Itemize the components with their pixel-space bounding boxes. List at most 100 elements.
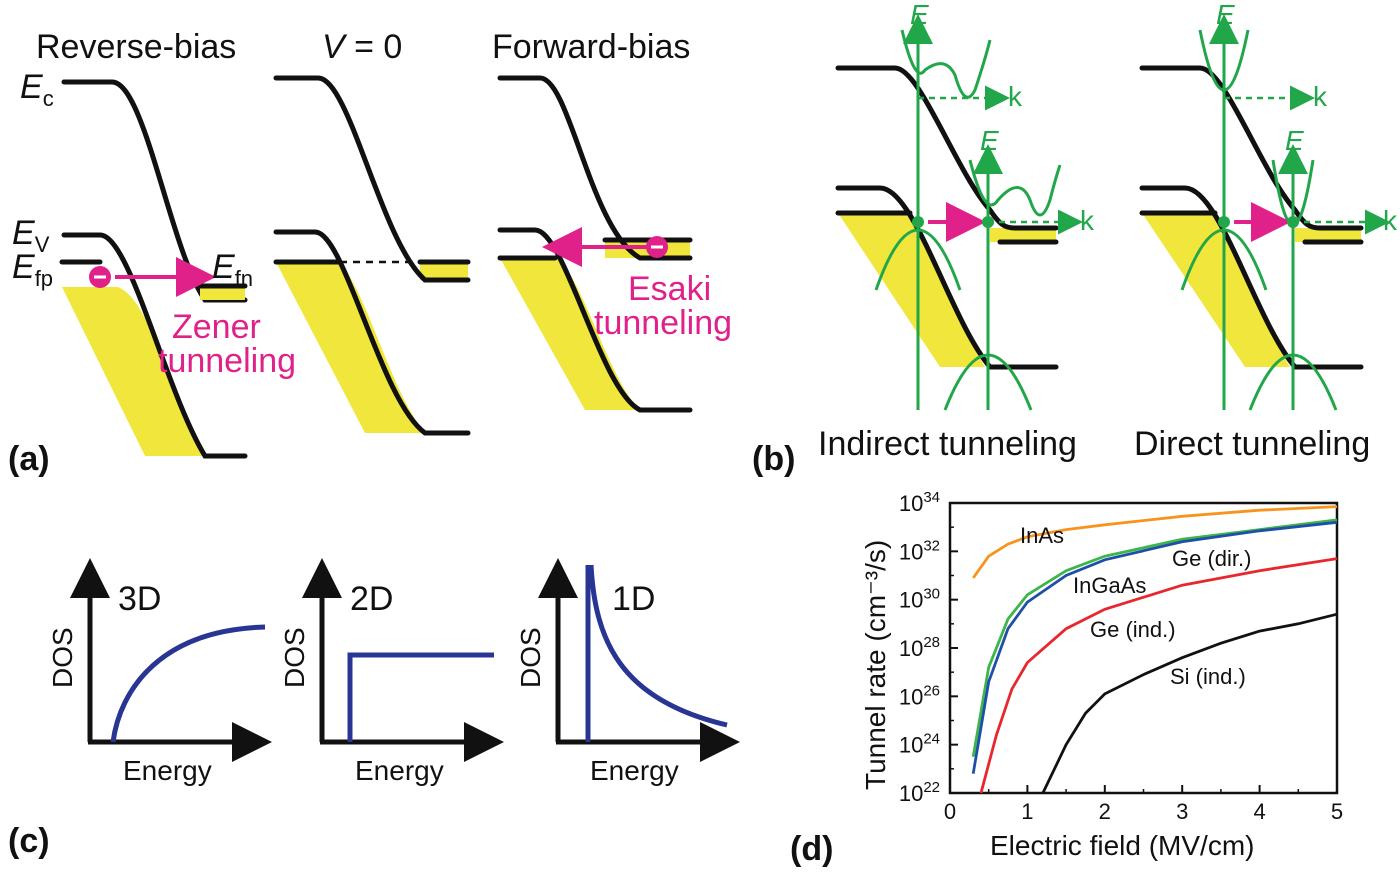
energy-xlabel-1d: Energy (590, 755, 679, 786)
series-label: Ge (dir.) (1172, 546, 1251, 571)
x-tick-label: 4 (1253, 799, 1265, 824)
esaki-label-2: tunneling (594, 304, 732, 342)
v-zero-title: V = 0 (322, 28, 402, 66)
series-label: InGaAs (1073, 573, 1146, 598)
panel-c-label: (c) (8, 822, 50, 860)
x-tick-label: 0 (944, 799, 956, 824)
e-axis-label-3: E (1216, 0, 1235, 30)
direct-caption: Direct tunneling (1134, 425, 1370, 463)
conduction-band-dispersion-upper (968, 159, 1062, 217)
indirect-tunneling-diagram (835, 14, 1083, 411)
valence-band-dispersion-lower (1248, 353, 1338, 411)
valence-point-icon (912, 216, 924, 228)
panel-b-label: (b) (752, 440, 795, 478)
series-label: Si (ind.) (1170, 664, 1246, 689)
dos-curve-3d (110, 624, 266, 743)
series-label: Ge (ind.) (1090, 617, 1176, 642)
series-line-ge-ind- (979, 557, 1338, 794)
dim-3d-label: 3D (118, 580, 161, 618)
dos-2d-plot (302, 558, 504, 762)
series-label: InAs (1020, 523, 1064, 548)
y-tick-label: 1034 (899, 489, 940, 516)
panel-c: 3D DOS Energy 2D DOS Energy 1D DOS Energ… (8, 558, 740, 860)
series-lines (971, 505, 1338, 794)
k-axis-label-1: k (1008, 81, 1023, 112)
series-line-si-ind- (1041, 612, 1338, 794)
y-tick-label: 1030 (899, 586, 940, 613)
k-axis-label-4: k (1383, 205, 1398, 236)
filled-valence-region (838, 213, 985, 367)
conduction-band-edge (1139, 65, 1364, 231)
valence-point-icon (1218, 216, 1230, 228)
zener-label-1: Zener (172, 308, 261, 346)
dos-ylabel-1d: DOS (515, 627, 546, 688)
dos-ylabel-2d: DOS (279, 627, 310, 688)
dos-3d-plot (70, 558, 272, 762)
dim-2d-label: 2D (350, 580, 393, 618)
y-tick-label: 1032 (899, 537, 940, 564)
dos-ylabel-3d: DOS (47, 627, 78, 688)
valence-band-dispersion-lower (943, 353, 1033, 411)
filled-valence-region (276, 262, 425, 433)
panel-a-label: (a) (8, 440, 50, 478)
dos-1d-plot (538, 558, 740, 762)
dim-1d-label: 1D (612, 580, 655, 618)
y-tick-label: 1024 (899, 731, 940, 758)
y-axis-title: Tunnel rate (cm⁻³/s) (860, 540, 891, 790)
y-tick-label: 1022 (899, 779, 940, 806)
panel-b: E k E k Indirect tunneling E k E (752, 0, 1398, 478)
forward-bias-title: Forward-bias (492, 28, 690, 66)
reverse-bias-diagram (59, 79, 248, 459)
k-axis-label-2: k (1080, 205, 1095, 236)
filled-valence-region (1142, 213, 1290, 367)
panel-a: Reverse-bias Ec EV Efp Efn Zener tunneli… (8, 28, 732, 478)
efp-label: Efp (12, 248, 53, 291)
equilibrium-diagram (273, 75, 471, 436)
filled-conduction-states (990, 228, 1056, 242)
energy-xlabel-3d: Energy (123, 755, 212, 786)
y-tick-label: 1028 (899, 634, 940, 661)
conduction-point-icon (1287, 216, 1299, 228)
indirect-caption: Indirect tunneling (818, 425, 1077, 463)
esaki-label-1: Esaki (628, 270, 711, 308)
series-line-ingaas (971, 518, 1338, 758)
direct-tunneling-diagram (1139, 14, 1390, 411)
valence-band-dispersion (874, 228, 962, 291)
panel-d-label: (d) (790, 830, 833, 868)
conduction-band-dispersion-indirect (900, 29, 992, 99)
y-tick-label: 1026 (899, 682, 940, 709)
valence-band-edge (1139, 185, 1364, 370)
dos-curve-1d (585, 564, 728, 742)
dos-curve-2d (347, 652, 494, 742)
series-line-inas (972, 505, 1338, 579)
ec-label: Ec (20, 68, 54, 111)
filled-valence-region (62, 287, 205, 456)
k-axis-label-3: k (1313, 81, 1328, 112)
e-axis-label-4: E (1285, 125, 1304, 156)
filled-conduction-states (1295, 228, 1361, 242)
ev-label: EV (12, 214, 50, 257)
forward-bias-diagram (497, 75, 693, 413)
conduction-band-dispersion-direct (1198, 29, 1250, 92)
energy-xlabel-2d: Energy (355, 755, 444, 786)
zener-label-2: tunneling (158, 342, 296, 380)
conduction-band-edge (273, 75, 471, 283)
e-axis-label-1: E (910, 0, 929, 30)
conduction-point-icon (982, 216, 994, 228)
efn-label: Efn (212, 248, 253, 291)
x-tick-label: 5 (1331, 799, 1343, 824)
series-line-ge-dir- (971, 520, 1338, 774)
e-axis-label-2: E (980, 125, 999, 156)
valence-band-edge (835, 185, 1059, 370)
filled-valence-region (500, 258, 640, 410)
conduction-band-edge (835, 65, 1059, 231)
reverse-bias-title: Reverse-bias (36, 28, 236, 66)
valence-band-edge (273, 229, 471, 436)
valence-band-dispersion (1180, 228, 1268, 291)
x-axis-title: Electric field (MV/cm) (990, 830, 1254, 861)
x-tick-label: 1 (1021, 799, 1033, 824)
filled-conduction-states (420, 262, 468, 280)
